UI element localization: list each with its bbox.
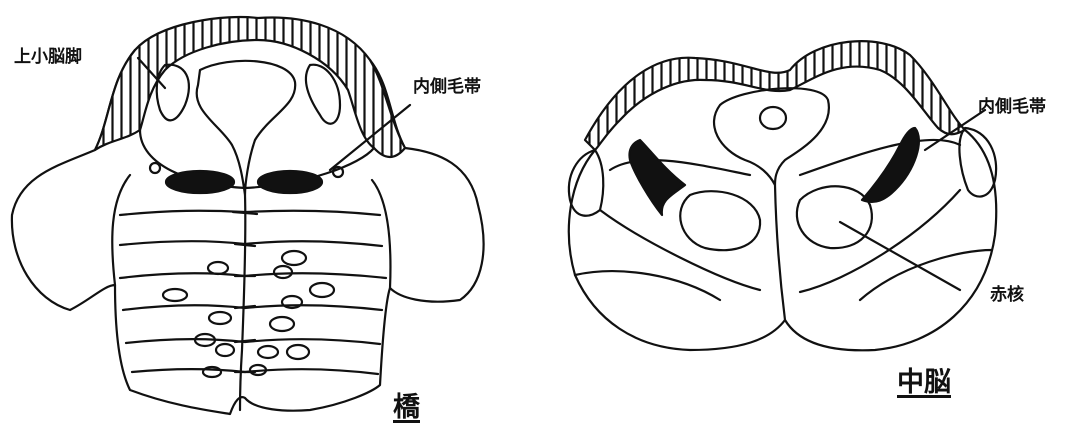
midbrain-red-nucleus-left [680, 191, 760, 250]
midbrain-medial-lemniscus-right [862, 128, 919, 202]
label-red-nucleus: 赤核 [990, 280, 1024, 305]
pons-outline [12, 50, 484, 414]
leader-midbrain-rn [840, 222, 960, 290]
midbrain-diagram [569, 41, 996, 350]
title-pons: 橋 [393, 385, 420, 424]
title-midbrain: 中脳 [897, 360, 951, 399]
label-superior-cerebellar-peduncle: 上小脳脚 [14, 42, 82, 67]
pons-medial-lemniscus-left [166, 171, 234, 193]
midbrain-medial-lemniscus-left [629, 140, 685, 215]
midbrain-red-nucleus-right [797, 186, 872, 248]
label-pons-medial-lemniscus: 内側毛帯 [413, 72, 481, 97]
midbrain-aqueduct [760, 107, 786, 129]
pons-medial-lemniscus-right [258, 171, 322, 193]
label-midbrain-medial-lemniscus: 内側毛帯 [978, 92, 1046, 117]
